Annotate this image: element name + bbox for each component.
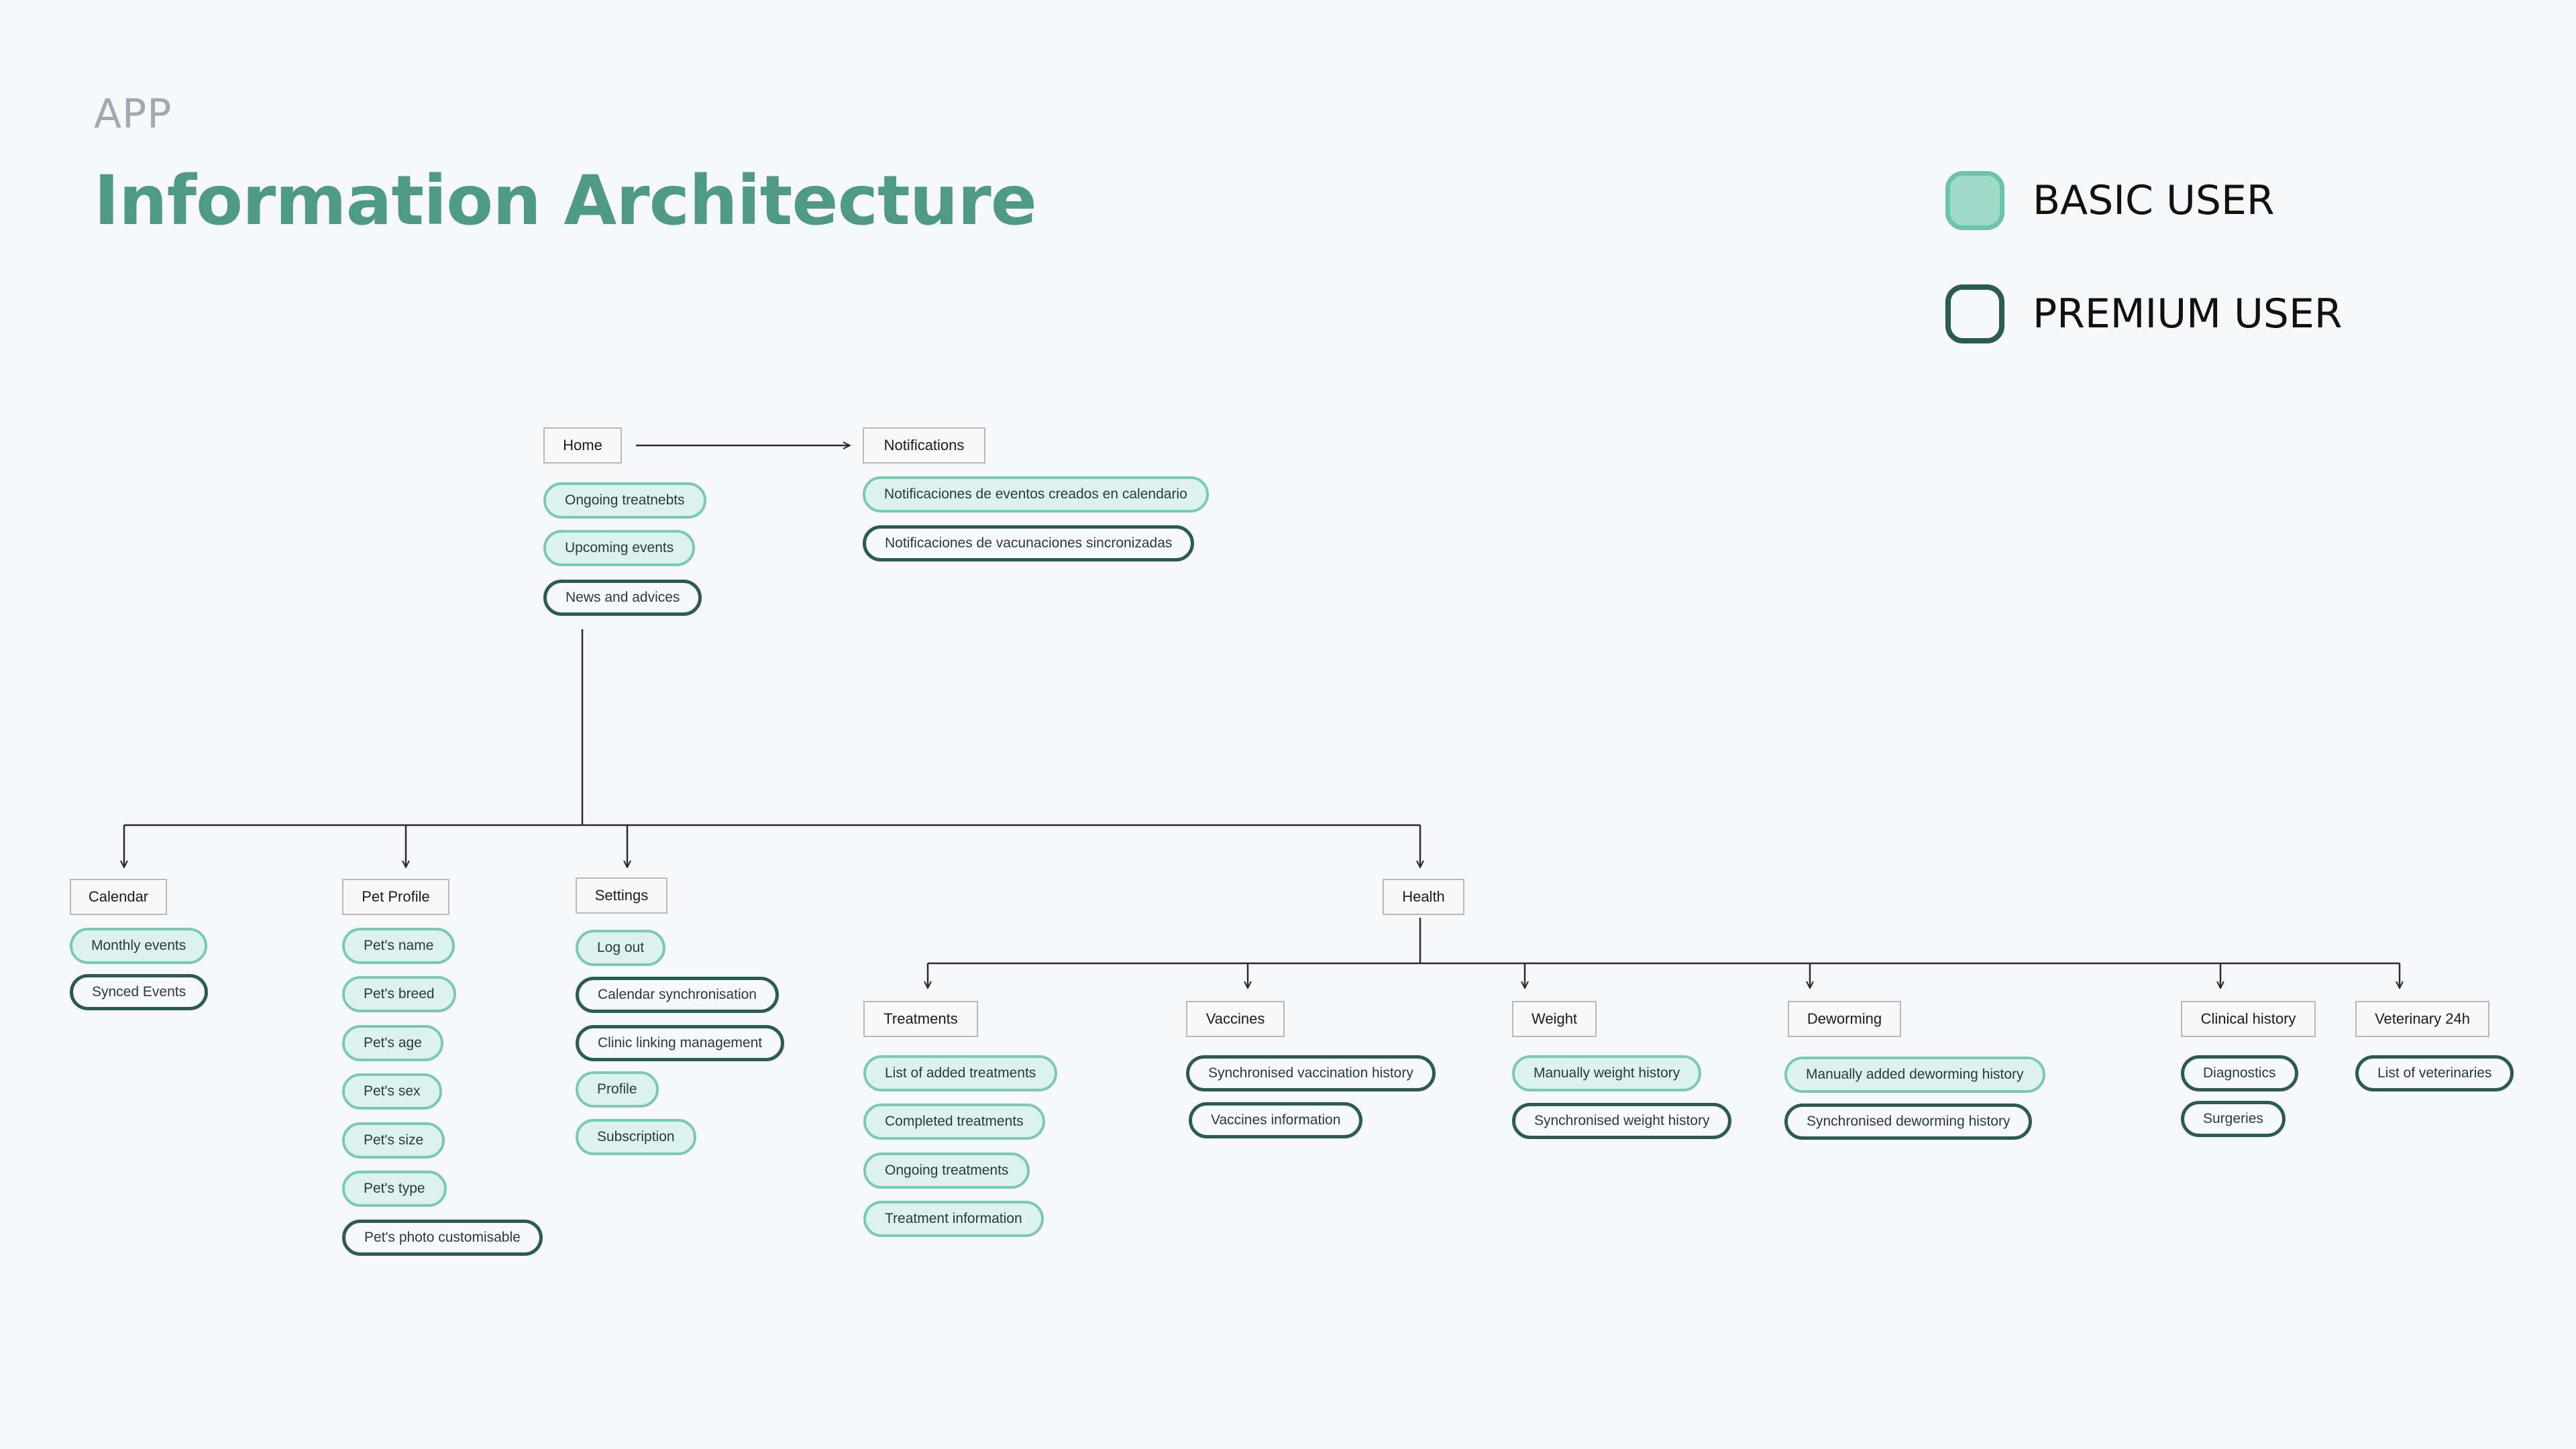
weight-item-synchronised-history[interactable]: Synchronised weight history [1512,1103,1732,1139]
notifications-item-calendar-events[interactable]: Notificaciones de eventos creados en cal… [863,476,1209,513]
node-treatments[interactable]: Treatments [863,1001,978,1037]
treatments-item-ongoing[interactable]: Ongoing treatments [863,1152,1030,1189]
node-home[interactable]: Home [543,427,622,464]
basic-swatch-icon [1945,171,2004,230]
node-weight[interactable]: Weight [1512,1001,1597,1037]
pet-profile-item-breed[interactable]: Pet's breed [342,976,456,1012]
notifications-item-vaccinations[interactable]: Notificaciones de vacunaciones sincroniz… [863,525,1195,561]
pet-profile-item-size[interactable]: Pet's size [342,1122,445,1159]
node-veterinary-24h[interactable]: Veterinary 24h [2355,1001,2489,1037]
home-item-news-and-advices[interactable]: News and advices [543,580,702,616]
premium-swatch-icon [1945,284,2004,343]
settings-item-log-out[interactable]: Log out [576,930,666,966]
node-clinical-history[interactable]: Clinical history [2181,1001,2316,1037]
legend-basic: BASIC USER [1945,171,2275,230]
treatments-item-completed[interactable]: Completed treatments [863,1104,1045,1140]
node-calendar[interactable]: Calendar [70,879,167,915]
legend-premium-label: PREMIUM USER [2033,290,2343,337]
node-vaccines[interactable]: Vaccines [1186,1001,1285,1037]
node-notifications[interactable]: Notifications [863,427,985,464]
pet-profile-item-age[interactable]: Pet's age [342,1025,443,1061]
deworming-item-manually-added-history[interactable]: Manually added deworming history [1784,1057,2045,1093]
settings-item-clinic-linking-management[interactable]: Clinic linking management [576,1025,785,1061]
settings-item-subscription[interactable]: Subscription [576,1119,696,1155]
node-pet-profile[interactable]: Pet Profile [342,879,449,915]
treatments-item-information[interactable]: Treatment information [863,1201,1044,1237]
settings-item-profile[interactable]: Profile [576,1071,659,1108]
home-item-upcoming-events[interactable]: Upcoming events [543,530,696,566]
eyebrow-label: APP [94,91,172,138]
node-settings[interactable]: Settings [576,877,667,914]
clinical-history-item-surgeries[interactable]: Surgeries [2181,1101,2286,1137]
page-title: Information Architecture [94,161,1037,241]
pet-profile-item-photo-customisable[interactable]: Pet's photo customisable [342,1220,543,1256]
vaccines-item-information[interactable]: Vaccines information [1189,1102,1363,1138]
node-deworming[interactable]: Deworming [1788,1001,1901,1037]
calendar-item-monthly-events[interactable]: Monthly events [70,928,208,964]
pet-profile-item-type[interactable]: Pet's type [342,1171,447,1207]
calendar-item-synced-events[interactable]: Synced Events [70,974,209,1010]
pet-profile-item-sex[interactable]: Pet's sex [342,1073,442,1110]
weight-item-manually-history[interactable]: Manually weight history [1512,1055,1702,1091]
legend-basic-label: BASIC USER [2033,177,2275,224]
treatments-item-list-of-added[interactable]: List of added treatments [863,1055,1058,1091]
home-item-ongoing-treatments[interactable]: Ongoing treatnebts [543,482,706,519]
veterinary-24h-item-list-of-veterinaries[interactable]: List of veterinaries [2355,1055,2514,1091]
node-health[interactable]: Health [1383,879,1464,915]
legend-premium: PREMIUM USER [1945,284,2343,343]
clinical-history-item-diagnostics[interactable]: Diagnostics [2181,1055,2298,1091]
deworming-item-synchronised-history[interactable]: Synchronised deworming history [1784,1104,2033,1140]
vaccines-item-synchronised-history[interactable]: Synchronised vaccination history [1186,1055,1436,1091]
settings-item-calendar-synchronisation[interactable]: Calendar synchronisation [576,977,779,1013]
pet-profile-item-name[interactable]: Pet's name [342,928,455,964]
